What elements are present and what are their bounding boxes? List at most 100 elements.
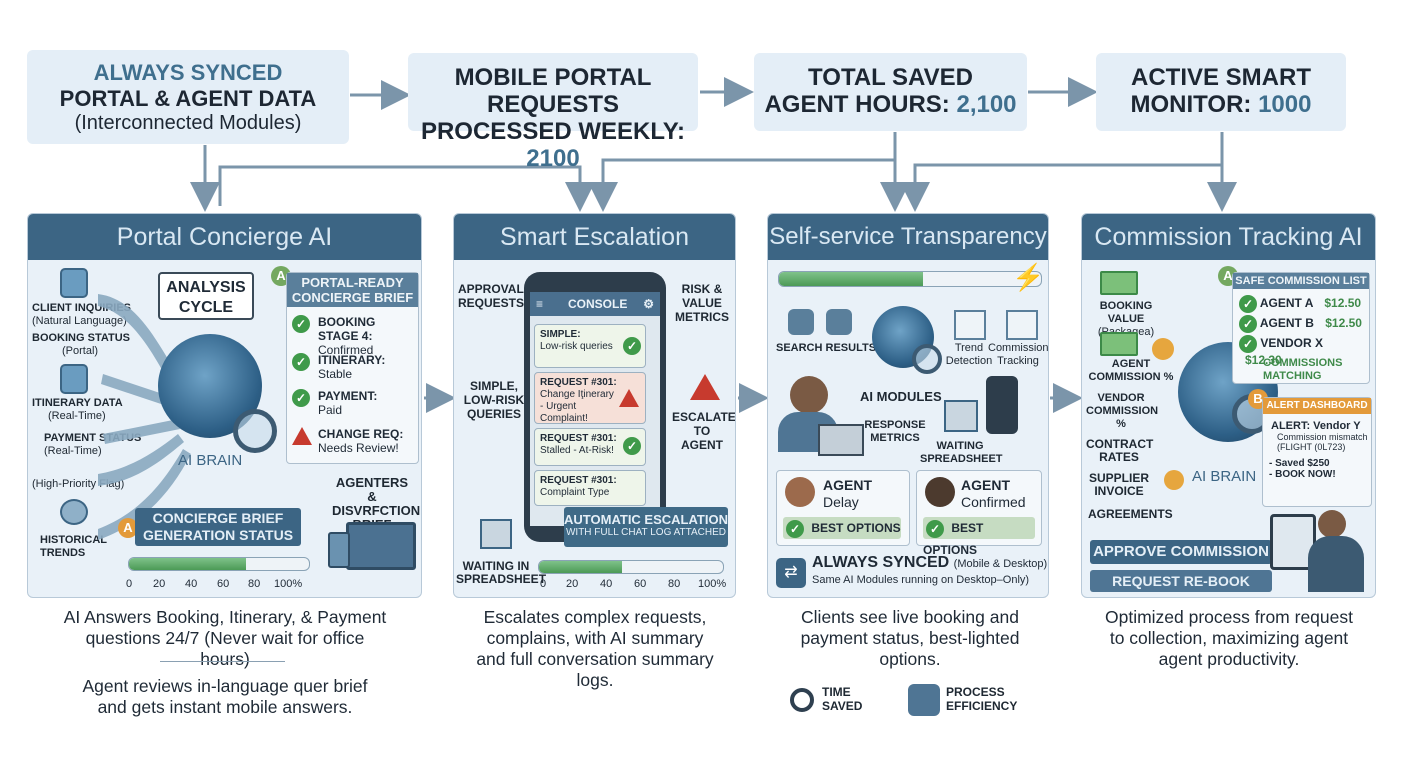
escalation-description: Escalates complex requests, complains, w… [476, 607, 714, 690]
commission-tracking-label: Commission Tracking [988, 342, 1049, 367]
check-icon: ✓ [292, 315, 310, 333]
analysis-cycle-box: ANALYSIS CYCLE [158, 272, 254, 320]
concierge-brief-card: PORTAL-READY CONCIERGE BRIEF ✓ BOOKING S… [286, 272, 419, 464]
synced-heading: ALWAYS SYNCED [93, 60, 283, 85]
request-rebook-button[interactable]: REQUEST RE-BOOK [1090, 570, 1272, 592]
axis-tick: 20 [153, 578, 166, 590]
phone-icon [986, 376, 1018, 434]
concierge-title: Portal Concierge AI [28, 214, 421, 260]
alert-dashboard-card: ALERT DASHBOARD ALERT: Vendor Y Commissi… [1262, 397, 1372, 507]
transparency-progress-bar [778, 271, 1042, 287]
auto-escalation-title: AUTOMATIC ESCALATION [564, 512, 728, 527]
axis-tick: 60 [634, 578, 647, 590]
mobile-requests-box: MOBILE PORTAL REQUESTS PROCESSED WEEKLY:… [408, 53, 698, 172]
response-metrics-label: RESPONSE METRICS [864, 419, 926, 444]
commission-brain-label: AI BRAIN [1192, 468, 1257, 485]
approve-commission-button[interactable]: APPROVE COMMISSION [1090, 540, 1272, 564]
coin-icon [1152, 338, 1174, 360]
axis-tick: 60 [217, 578, 230, 590]
synced-note: (Interconnected Modules) [74, 112, 302, 134]
always-synced-sub: Same AI Modules running on Desktop–Only) [812, 574, 1030, 586]
saved-hours-label: TOTAL SAVED [808, 64, 973, 91]
phone-icon [328, 532, 350, 568]
transparency-panel: Self-service Transparency ⚡ SEARCH RESUL… [767, 213, 1049, 598]
check-icon: ✓ [623, 437, 641, 455]
check-icon: ✓ [1239, 295, 1257, 313]
always-synced-note: (Mobile & Desktop) [953, 558, 1048, 570]
coin-icon [1164, 470, 1184, 490]
console-bar: ≡ CONSOLE ⚙ [530, 292, 660, 316]
waiting-spreadsheet-label: WAITING SPREADSHEET [920, 440, 1003, 465]
chart-icon [826, 309, 852, 335]
stopwatch-icon [790, 688, 814, 712]
alert-line-2: Commission mismatch [1277, 432, 1368, 442]
concierge-progress-bar [128, 557, 310, 571]
laptop-icon [346, 522, 416, 570]
magnifier-icon [912, 344, 942, 374]
legend-time-saved: TIME SAVED [822, 685, 863, 713]
mobile-requests-label-2: PROCESSED WEEKLY: [420, 118, 686, 145]
input-historical-trends: HISTORICAL TRENDS [40, 534, 107, 559]
agent-delay-status: Delay [823, 494, 859, 510]
best-options-chip[interactable]: ✓ BEST OPTIONS [923, 517, 1035, 557]
axis-tick: 100% [698, 578, 727, 590]
smart-monitor-label: ACTIVE SMART [1131, 64, 1311, 91]
safe-item: ✓ VENDOR X $12.30 [1239, 335, 1369, 367]
person-icon [790, 376, 828, 414]
menu-icon[interactable]: ≡ [536, 297, 544, 311]
check-icon: ✓ [623, 337, 641, 355]
concierge-agent-note: Agent reviews in-language quer brief and… [82, 676, 368, 717]
best-options-label: BEST OPTIONS [923, 521, 984, 557]
transparency-title: Self-service Transparency [768, 214, 1048, 260]
generation-badge: A [118, 518, 138, 538]
check-icon: ✓ [786, 519, 804, 538]
agent-avatar [785, 477, 815, 507]
mobile-requests-value: 2100 [526, 145, 580, 172]
best-options-chip[interactable]: ✓ BEST OPTIONS [783, 517, 901, 539]
sync-icon: ⇄ [776, 558, 806, 588]
synced-subheading: PORTAL & AGENT DATA [59, 86, 317, 111]
phone-console: ≡ CONSOLE ⚙ SIMPLE:Low-risk queries ✓ RE… [524, 272, 666, 542]
gear-icon[interactable]: ⚙ [643, 297, 654, 311]
safe-commission-title: SAFE COMMISSION LIST [1233, 273, 1369, 289]
agent-delay-title: AGENT [823, 477, 872, 493]
tracking-icon [1006, 310, 1038, 340]
brief-item-change: CHANGE REQ:Needs Review! [292, 427, 412, 455]
saved-hours-value: 2,100 [956, 91, 1017, 118]
console-message[interactable]: REQUEST #301:Change Iţinerary - Urgent C… [534, 372, 646, 424]
automatic-escalation-banner: AUTOMATIC ESCALATION WITH FULL CHAT LOG … [564, 507, 728, 547]
console-message[interactable]: SIMPLE:Low-risk queries ✓ [534, 324, 646, 368]
escalation-panel: Smart Escalation APPROVAL REQUESTS SIMPL… [453, 213, 736, 598]
check-icon: ✓ [1239, 335, 1257, 353]
client-inquiries-icon [60, 268, 88, 298]
console-message[interactable]: REQUEST #301:Stalled - At-Risk! ✓ [534, 428, 646, 466]
commission-title: Commission Tracking AI [1082, 214, 1375, 260]
money-icon [1100, 271, 1138, 295]
commissions-matching-label: COMMISSIONS MATCHING [1263, 357, 1343, 382]
escalation-title: Smart Escalation [454, 214, 735, 260]
check-icon: ✓ [1239, 315, 1257, 333]
console-message[interactable]: REQUEST #301:Complaint Type [534, 470, 646, 506]
magnifier-icon [233, 409, 277, 453]
divider [160, 661, 285, 662]
itinerary-icon [60, 364, 88, 394]
trend-icon [954, 310, 986, 340]
alert-line-5: - BOOK NOW! [1269, 469, 1336, 480]
brief-generation-status: CONCIERGE BRIEF GENERATION STATUS [135, 508, 301, 546]
check-icon: ✓ [292, 353, 310, 371]
approval-requests-label: APPROVAL REQUESTS [458, 282, 525, 310]
axis-tick: 80 [248, 578, 261, 590]
check-icon: ✓ [926, 519, 944, 538]
ai-modules-label: AI MODULES [860, 389, 942, 404]
spreadsheet-icon [480, 519, 512, 549]
simple-queries-label: SIMPLE, LOW-RISK QUERIES [463, 379, 525, 421]
escalate-agent-label: ESCALATE TO AGENT [672, 410, 736, 452]
ai-brain-label: AI BRAIN [178, 452, 243, 469]
axis-tick: 0 [540, 578, 547, 590]
alert-line-3: (FLIGHT (0L723) [1277, 442, 1346, 452]
brief-item-booking: ✓ BOOKING STAGE 4:Confirmed [292, 315, 412, 357]
commission-panel: Commission Tracking AI BOOKING VALUE(Pac… [1081, 213, 1376, 598]
concierge-brief-title: PORTAL-READY CONCIERGE BRIEF [287, 273, 418, 307]
smart-monitor-label-2: MONITOR: [1130, 91, 1252, 118]
